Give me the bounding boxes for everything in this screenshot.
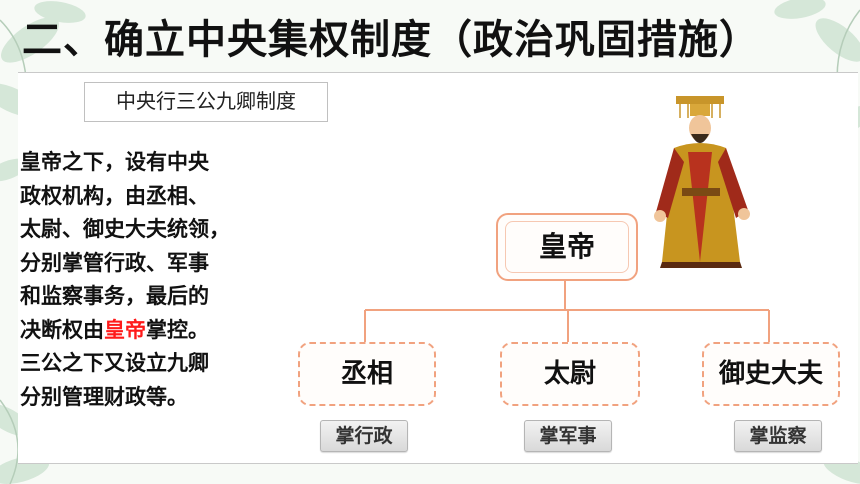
duty-tag-administration: 掌行政 bbox=[320, 420, 408, 452]
paragraph-text: 掌控。 bbox=[146, 317, 209, 342]
paragraph-line: 分别掌管行政、军事 bbox=[20, 250, 209, 275]
org-node-imperial-censor: 御史大夫 bbox=[702, 342, 840, 406]
paragraph-line: 三公之下又设立九卿 bbox=[20, 351, 209, 375]
org-node-military-commander: 太尉 bbox=[500, 342, 640, 406]
body-paragraph: 皇帝之下，设有中央 政权机构，由丞相、 太尉、御史大夫统领， 分别掌管行政、军事… bbox=[20, 146, 290, 414]
paragraph-line: 政权机构，由丞相、 bbox=[20, 183, 209, 208]
emperor-figure-illustration bbox=[654, 96, 750, 268]
org-node-label: 皇帝 bbox=[538, 230, 595, 263]
paragraph-line: 分别管理财政等。 bbox=[20, 384, 188, 409]
duty-tag-military: 掌军事 bbox=[524, 420, 612, 452]
org-node-emperor: 皇帝 bbox=[496, 213, 638, 281]
paragraph-text: 决断权由 bbox=[20, 317, 104, 342]
highlight-emperor: 皇帝 bbox=[104, 317, 146, 342]
node-inner-border bbox=[505, 221, 629, 273]
org-node-chancellor: 丞相 bbox=[298, 342, 436, 406]
subtitle-box: 中央行三公九卿制度 bbox=[84, 82, 328, 122]
duty-tag-supervision: 掌监察 bbox=[734, 420, 822, 452]
paragraph-line: 皇帝之下，设有中央 bbox=[20, 150, 209, 174]
slide-title: 二、确立中央集权制度（政治巩固措施） bbox=[22, 17, 760, 63]
paragraph-line: 太尉、御史大夫统领， bbox=[20, 217, 230, 241]
paragraph-line: 和监察事务，最后的 bbox=[20, 284, 209, 308]
paragraph-line: 决断权由皇帝掌控。 bbox=[20, 314, 290, 348]
